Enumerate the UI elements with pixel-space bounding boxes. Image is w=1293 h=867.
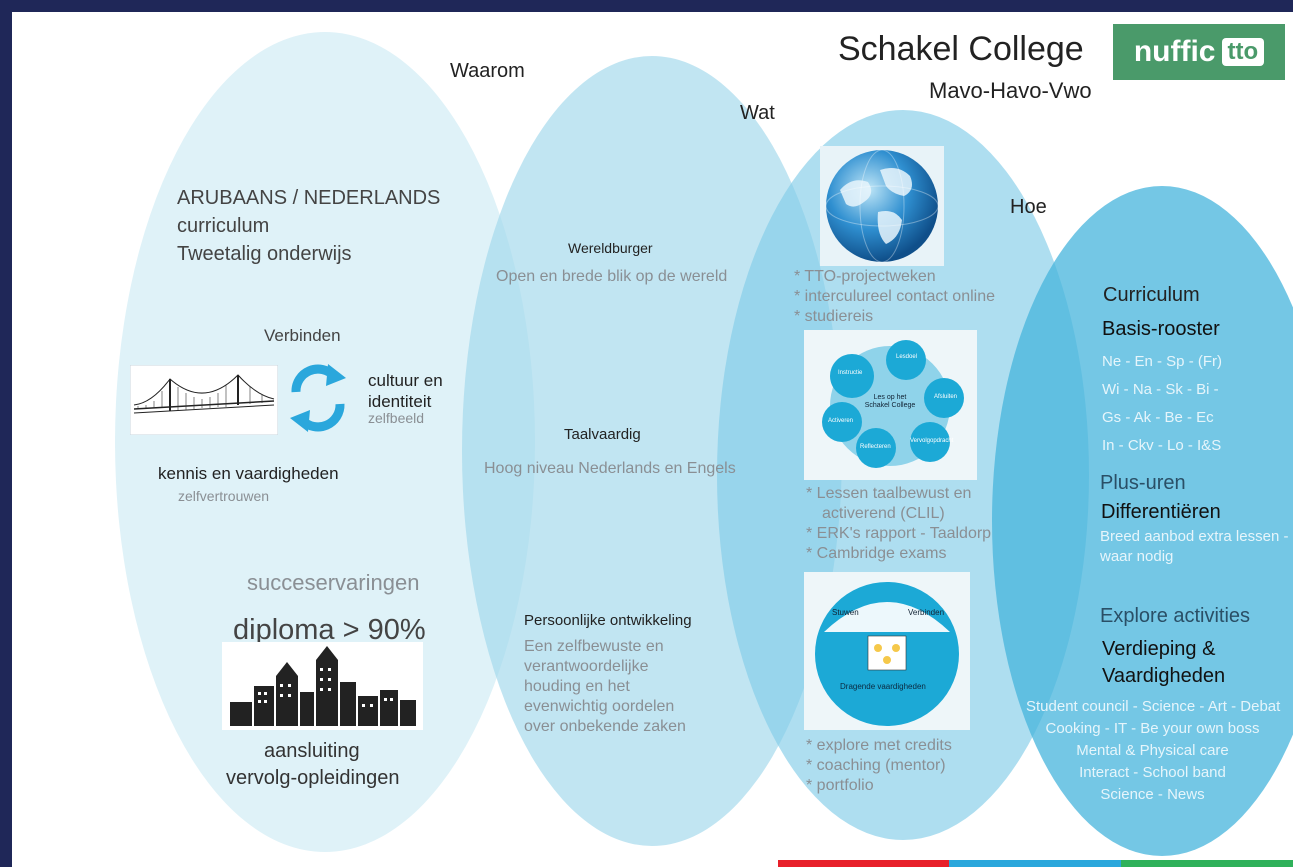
aansluiting-block: aansluiting vervolg-opleidingen (226, 738, 399, 792)
hoe-subject-line: Wi - Na - Sk - Bi - (1102, 381, 1219, 398)
lessen-node-label: Vervolgopdracht (910, 438, 954, 444)
wat-list-1-item: * studiereis (794, 308, 874, 325)
wat-list-1-item: * interculureel contact online (794, 288, 996, 305)
stripe-red (778, 860, 949, 867)
logo-badge: tto (1221, 38, 1265, 66)
hoe-explore: Explore activities (1100, 605, 1251, 627)
lessen-node-label: Lesdoel (896, 354, 918, 360)
cultuur-line: identiteit (368, 392, 432, 411)
lessen-node-label: Afsluiten (934, 394, 958, 400)
wat-list-2-item: * Lessen taalbewust en (806, 485, 972, 502)
wat-list-3-item: * coaching (mentor) (806, 757, 946, 774)
hoe-verdieping: Verdieping & Vaardigheden (1102, 636, 1225, 690)
hoe-subject-line: In - Ckv - Lo - I&S (1102, 437, 1222, 454)
lessen-node-label: Reflecteren (860, 444, 891, 450)
taalvaardig-text: Hoog niveau Nederlands en Engels (484, 460, 736, 477)
logo-text: nuffic (1133, 35, 1216, 68)
hoe-verdieping-line: Vaardigheden (1102, 665, 1226, 687)
hoe-activities: Student council - Science - Art - Debat … (1012, 696, 1293, 806)
taalvaardig-title: Taalvaardig (564, 426, 641, 443)
vaardigheden-bottom: Dragende vaardigheden (840, 682, 926, 691)
vaardigheden-top-left: Stuwen (832, 608, 859, 617)
curriculum-line: Tweetalig onderwijs (177, 243, 352, 265)
aansluiting-line: aansluiting (264, 740, 360, 762)
wat-list-2-item: activerend (CLIL) (822, 505, 945, 522)
persoonlijk-line: over onbekende zaken (524, 718, 686, 735)
hoe-subjects: Ne - En - Sp - (Fr) Wi - Na - Sk - Bi - … (1102, 348, 1222, 460)
hoe-breed: Breed aanbod extra lessen - waar nodig (1100, 527, 1288, 567)
nuffic-tto-logo: nuffic tto (1113, 24, 1285, 80)
lessen-center-line: Schakel College (864, 402, 916, 409)
wat-list-2: * Lessen taalbewust en activerend (CLIL)… (806, 484, 991, 564)
vaardigheden-top-right: Verbinden (908, 608, 945, 617)
cultuur-line: cultuur en (368, 371, 443, 390)
lessen-center-line: Les op het (873, 394, 907, 401)
ellipse-hoe (992, 186, 1293, 856)
hoe-activity-line: Mental & Physical care (1076, 742, 1229, 759)
lessen-node-label: Activeren (828, 418, 854, 424)
hoe-subject-line: Gs - Ak - Be - Ec (1102, 409, 1214, 426)
hoe-breed-line: waar nodig (1100, 548, 1174, 565)
persoonlijk-line: houding en het (524, 678, 630, 695)
lessen-diagram: Les op het Schakel College Lesdoel Instr… (804, 330, 977, 480)
wereldburger-text: Open en brede blik op de wereld (496, 268, 728, 285)
persoonlijk-line: evenwichtig oordelen (524, 698, 675, 715)
wat-list-2-item: * Cambridge exams (806, 545, 947, 562)
hoe-curriculum: Curriculum (1103, 284, 1200, 306)
cycle-arrows-icon (290, 364, 346, 432)
persoonlijk-line: verantwoordelijke (524, 658, 649, 675)
cultuur-block: cultuur en identiteit (368, 370, 443, 412)
aansluiting-line: vervolg-opleidingen (226, 767, 400, 789)
page-title: Schakel College (838, 30, 1084, 68)
lessen-center: Les op het Schakel College (860, 394, 920, 410)
hoe-verdieping-line: Verdieping & (1102, 638, 1216, 660)
bridge-icon (130, 365, 278, 435)
globe-icon (820, 146, 944, 266)
succes-label: succeservaringen (247, 570, 420, 595)
wat-list-3-item: * explore met credits (806, 737, 952, 754)
diploma-label: diploma > 90% (233, 614, 426, 646)
wat-list-1-item: * TTO-projectweken (794, 268, 936, 285)
wat-list-3: * explore met credits * coaching (mentor… (806, 736, 952, 796)
hoe-differentieren: Differentiëren (1101, 501, 1221, 523)
persoonlijk-text: Een zelfbewuste en verantwoordelijke hou… (524, 637, 686, 737)
hoe-activity-line: Interact - School band (1079, 764, 1226, 781)
curriculum-line: curriculum (177, 215, 270, 237)
heading-hoe: Hoe (1010, 196, 1047, 218)
curriculum-line: ARUBAANS / NEDERLANDS (177, 187, 441, 209)
wat-list-1: * TTO-projectweken * interculureel conta… (794, 267, 995, 327)
city-skyline-icon (222, 642, 423, 730)
verbinden-label: Verbinden (264, 326, 341, 345)
vaardigheden-diagram: Stuwen Verbinden Dragende vaardigheden (804, 572, 970, 730)
heading-wat: Wat (740, 102, 775, 124)
lessen-node-label: Instructie (838, 370, 863, 376)
wat-list-2-item: * ERK's rapport - Taaldorp (806, 525, 992, 542)
hoe-subject-line: Ne - En - Sp - (Fr) (1102, 353, 1223, 370)
hoe-activity-line: Science - News (1100, 786, 1205, 803)
zelfvertrouwen-label: zelfvertrouwen (178, 488, 270, 504)
wat-list-3-item: * portfolio (806, 777, 874, 794)
wereldburger-title: Wereldburger (568, 240, 653, 256)
stripe-green (1121, 860, 1293, 867)
hoe-plus: Plus-uren (1100, 472, 1186, 494)
heading-waarom: Waarom (450, 60, 525, 82)
hoe-basis: Basis-rooster (1102, 318, 1220, 340)
page-subtitle: Mavo-Havo-Vwo (929, 78, 1092, 103)
hoe-activity-line: Student council - Science - Art - Debat (1026, 698, 1281, 715)
persoonlijk-line: Een zelfbewuste en (524, 638, 664, 655)
curriculum-block: ARUBAANS / NEDERLANDS curriculum Tweetal… (177, 184, 440, 268)
hoe-breed-line: Breed aanbod extra lessen - (1100, 528, 1289, 545)
hoe-activity-line: Cooking - IT - Be your own boss (1045, 720, 1260, 737)
stripe-blue (949, 860, 1121, 867)
diagram-canvas: Schakel College Mavo-Havo-Vwo nuffic tto… (12, 12, 1293, 867)
persoonlijk-title: Persoonlijke ontwikkeling (524, 612, 692, 629)
kennis-label: kennis en vaardigheden (158, 464, 339, 483)
zelfbeeld-label: zelfbeeld (368, 410, 425, 426)
